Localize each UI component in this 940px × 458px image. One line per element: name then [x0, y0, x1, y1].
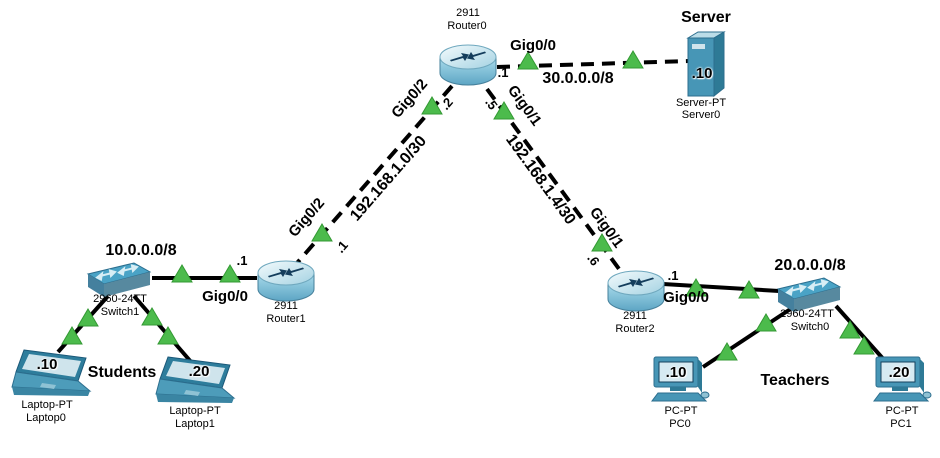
laptop1-model-label: Laptop-PT	[169, 405, 221, 417]
pc-icon	[651, 356, 710, 402]
device-switch0[interactable]	[776, 275, 842, 320]
server0-model-label: Server-PT	[675, 97, 727, 109]
link-status-up-icon	[77, 308, 99, 327]
link-status-up-icon	[738, 280, 760, 299]
router1-gig00-label: Gig0/0	[202, 288, 248, 305]
link-switch0-pc1[interactable]	[834, 304, 888, 364]
device-router1[interactable]	[256, 258, 316, 309]
pc1-ip-label: .20	[888, 364, 910, 381]
link-status-up-icon	[171, 264, 193, 283]
router1-model-label: 2911	[274, 300, 298, 312]
pc-icon	[873, 356, 932, 402]
link-status-up-icon	[141, 307, 163, 326]
link-status-up-icon	[517, 51, 539, 70]
link-status-up-icon	[622, 50, 644, 69]
server-lan-label: 30.0.0.0/8	[542, 70, 614, 87]
router2-gig00-label: Gig0/0	[663, 289, 709, 306]
teachers-lan-label: 20.0.0.0/8	[774, 257, 846, 274]
link-status-up-icon	[61, 326, 83, 345]
link-status-up-icon	[219, 264, 241, 283]
server0-name-label: Server0	[681, 109, 721, 121]
device-switch1[interactable]	[86, 260, 152, 305]
router2-gig00-ip-label: .1	[667, 268, 679, 283]
router-icon	[607, 270, 665, 312]
device-router2[interactable]	[606, 268, 666, 319]
link-status-up-icon	[311, 223, 333, 242]
switch0-model-label: 2960-24TT	[780, 308, 834, 320]
laptop1-ip-label: .20	[188, 363, 210, 380]
laptop0-model-label: Laptop-PT	[21, 399, 73, 411]
server-title-label: Server	[681, 9, 731, 26]
link-switch1-laptop1[interactable]	[132, 294, 194, 365]
link-switch0-pc0[interactable]	[701, 306, 794, 369]
students-group-label: Students	[87, 364, 157, 381]
link-status-up-icon	[716, 342, 738, 361]
pc1-model-label: PC-PT	[885, 405, 919, 417]
pc0-name-label: PC0	[669, 418, 691, 430]
router-icon	[439, 44, 497, 86]
link-status-up-icon	[853, 336, 875, 355]
router0-gig00-label: Gig0/0	[510, 37, 556, 54]
device-server0[interactable]: .10	[684, 30, 726, 105]
server0-ip-label: .10	[691, 65, 713, 82]
switch1-name-label: Switch1	[100, 306, 140, 318]
laptop-icon	[11, 349, 92, 396]
laptop1-name-label: Laptop1	[175, 418, 215, 430]
switch-icon	[776, 277, 842, 312]
device-pc1[interactable]: .20	[872, 355, 934, 410]
router0-name-label: Router0	[447, 20, 487, 32]
laptop0-name-label: Laptop0	[26, 412, 66, 424]
link-status-up-icon	[591, 233, 613, 252]
router-icon	[257, 260, 315, 302]
router1-gig00-ip-label: .1	[236, 253, 248, 268]
switch0-name-label: Switch0	[790, 321, 830, 333]
students-lan-label: 10.0.0.0/8	[105, 242, 177, 259]
router2-model-label: 2911	[623, 310, 647, 322]
device-laptop0[interactable]: .10	[10, 348, 94, 403]
pc0-model-label: PC-PT	[664, 405, 698, 417]
laptop-icon	[155, 356, 236, 403]
pc0-ip-label: .10	[665, 364, 687, 381]
switch1-model-label: 2960-24TT	[93, 293, 147, 305]
pc1-name-label: PC1	[890, 418, 912, 430]
link-router2-switch0[interactable]	[662, 282, 780, 293]
teachers-group-label: Teachers	[760, 372, 830, 389]
link-status-up-icon	[755, 313, 777, 332]
device-router0[interactable]	[438, 42, 498, 93]
server-icon	[686, 31, 726, 98]
link-status-up-icon	[157, 326, 179, 345]
link-status-up-icon	[839, 320, 861, 339]
router0-gig00-ip-label: .1	[497, 65, 509, 80]
link-status-up-icon	[493, 101, 515, 120]
device-pc0[interactable]: .10	[650, 355, 712, 410]
switch-icon	[86, 262, 152, 297]
router2-name-label: Router2	[615, 323, 655, 335]
link-status-up-icon	[685, 278, 707, 297]
router1-name-label: Router1	[266, 313, 306, 325]
device-laptop1[interactable]: .20	[154, 355, 238, 410]
laptop0-ip-label: .10	[36, 356, 58, 373]
link-status-up-icon	[421, 96, 443, 115]
router0-model-label: 2911	[456, 7, 480, 19]
